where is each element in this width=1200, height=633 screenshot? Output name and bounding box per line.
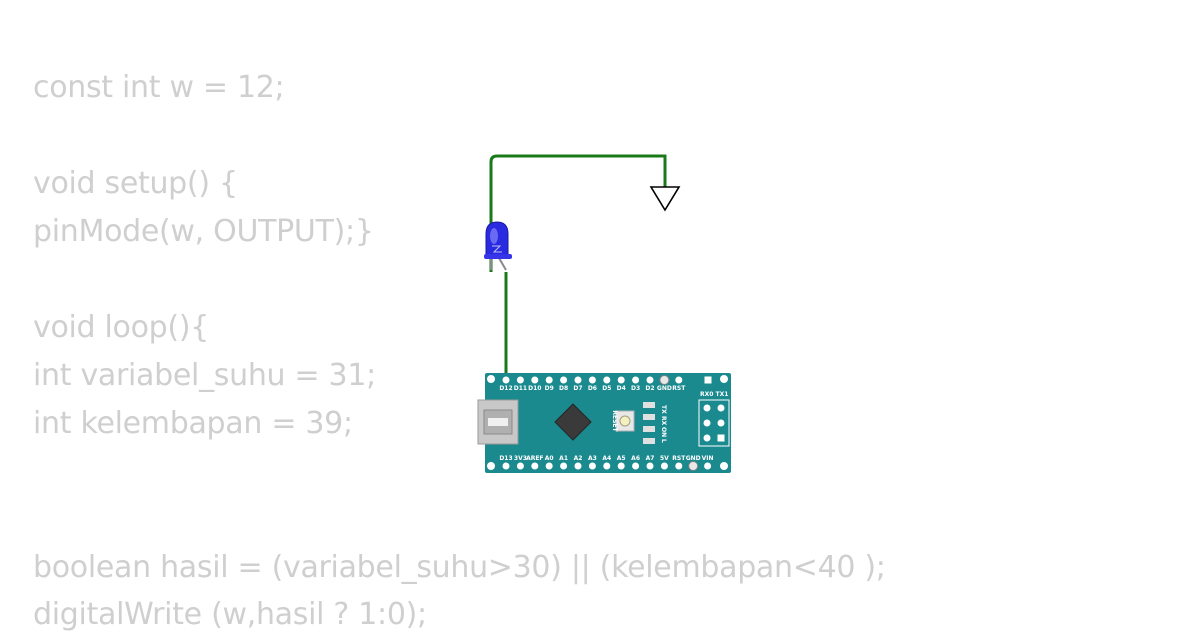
pin-label: A4: [602, 455, 611, 462]
ground-symbol-icon[interactable]: [649, 186, 681, 212]
pin-rst[interactable]: [675, 462, 683, 470]
pin-label: RST: [672, 385, 686, 392]
pin-d6[interactable]: [588, 376, 596, 384]
code-line: void setup() {: [33, 166, 238, 201]
pin-d9[interactable]: [545, 376, 553, 384]
pin-tx1[interactable]: [704, 376, 712, 384]
code-line: int kelembapan = 39;: [33, 406, 353, 441]
pin-a5[interactable]: [617, 462, 625, 470]
code-line: const int w = 12;: [33, 70, 285, 105]
pin-d12[interactable]: [502, 376, 510, 384]
pin-gnd[interactable]: [688, 461, 699, 471]
led-label-rx: RX: [660, 416, 667, 426]
pin-vin[interactable]: [704, 462, 712, 470]
status-leds: [643, 402, 655, 444]
blue-led[interactable]: [484, 221, 512, 271]
pin-label: D2: [645, 385, 654, 392]
pin-label: D13: [499, 455, 512, 462]
pin-label: D7: [573, 385, 582, 392]
pin-label: GND: [686, 455, 701, 462]
pin-a0[interactable]: [545, 462, 553, 470]
pin-label: D10: [528, 385, 541, 392]
pin-a4[interactable]: [603, 462, 611, 470]
pin-a1[interactable]: [560, 462, 568, 470]
code-line: int variabel_suhu = 31;: [33, 358, 376, 393]
pin-label: A3: [588, 455, 597, 462]
pin-label: AREF: [526, 455, 543, 462]
icsp-header[interactable]: [698, 399, 730, 447]
pin-label: 3V3: [514, 455, 527, 462]
led-label-l: L: [660, 439, 667, 443]
pin-label: D6: [588, 385, 597, 392]
pin-d13[interactable]: [502, 462, 510, 470]
pin-a3[interactable]: [588, 462, 596, 470]
pin-5v[interactable]: [660, 462, 668, 470]
pin-label: RST: [672, 455, 686, 462]
microcontroller-chip: [554, 403, 592, 441]
pin-label: A0: [545, 455, 554, 462]
pin-label: A5: [617, 455, 626, 462]
reset-label: RESET: [611, 410, 618, 432]
pin-label: A7: [646, 455, 655, 462]
pin-label: D12: [499, 385, 512, 392]
pin-rst[interactable]: [675, 376, 683, 384]
pin-d4[interactable]: [617, 376, 625, 384]
ground-wire[interactable]: [489, 154, 667, 272]
pin-d2[interactable]: [646, 376, 654, 384]
serial-label: RX0 TX1: [700, 391, 728, 398]
pin-label: D11: [514, 385, 527, 392]
pin-a7[interactable]: [646, 462, 654, 470]
pin-d7[interactable]: [574, 376, 582, 384]
pin-label: D3: [631, 385, 640, 392]
pin-label: D5: [602, 385, 611, 392]
pin-gnd[interactable]: [659, 375, 670, 385]
code-line: void loop(){: [33, 310, 210, 345]
pin-label: 5V: [660, 455, 669, 462]
pin-label: D8: [559, 385, 568, 392]
pin-label: A2: [574, 455, 583, 462]
pin-aref[interactable]: [531, 462, 539, 470]
pin-3v3[interactable]: [516, 462, 524, 470]
pin-label: A1: [559, 455, 568, 462]
pin-a2[interactable]: [574, 462, 582, 470]
code-line: digitalWrite (w,hasil ? 1:0);: [33, 597, 427, 632]
code-line: boolean hasil = (variabel_suhu>30) || (k…: [33, 550, 886, 585]
led-label-tx: TX: [660, 405, 667, 414]
code-line: pinMode(w, OUTPUT);}: [33, 214, 374, 249]
pin-label: A6: [631, 455, 640, 462]
pin-a6[interactable]: [632, 462, 640, 470]
pin-d10[interactable]: [531, 376, 539, 384]
pin-label: D9: [545, 385, 554, 392]
pin-label: D4: [617, 385, 626, 392]
led-label-on: ON: [660, 427, 667, 437]
pin-d11[interactable]: [516, 376, 524, 384]
pin-d3[interactable]: [632, 376, 640, 384]
reset-button[interactable]: [615, 410, 635, 432]
pin-label: VIN: [702, 455, 714, 462]
usb-connector[interactable]: [477, 399, 519, 445]
pin-label: GND: [657, 385, 672, 392]
pin-d5[interactable]: [603, 376, 611, 384]
pin-d8[interactable]: [560, 376, 568, 384]
